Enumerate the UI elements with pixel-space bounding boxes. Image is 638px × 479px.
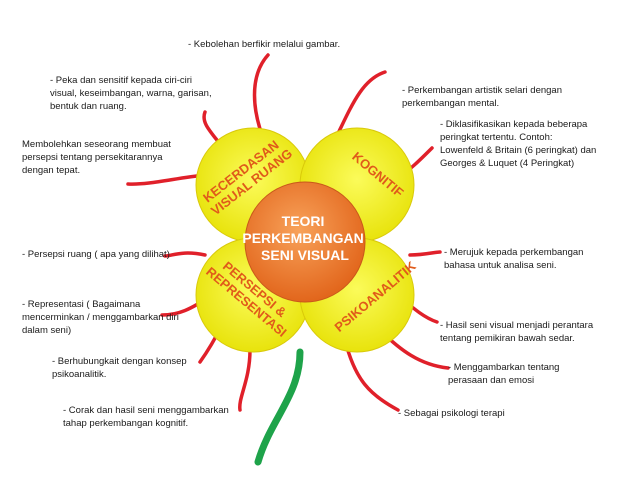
flower-stem: [254, 348, 304, 466]
branch-persepsi-ruang: [163, 251, 207, 258]
note-terapi: - Sebagai psikologi terapi: [398, 408, 505, 419]
note-corak: - Corak dan hasil seni menggambarkan tah…: [63, 405, 229, 429]
note-merujuk: - Merujuk kepada perkembangan bahasa unt…: [444, 247, 584, 271]
note-kebolehan: - Kebolehan berfikir melalui gambar.: [188, 39, 341, 50]
note-persepsi-ruang: - Persepsi ruang ( apa yang dilihat): [22, 249, 170, 260]
note-artistik: - Perkembangan artistik selari dengan pe…: [402, 85, 563, 109]
note-berhubungkait: - Berhubungkait dengan konsep psikoanali…: [52, 356, 187, 380]
note-menggambarkan: - Menggambarkan tentang perasaan dan emo…: [448, 362, 560, 386]
center-circle: [244, 181, 366, 303]
note-peka: - Peka dan sensitif kepada ciri-ciri vis…: [50, 75, 212, 112]
note-membolehkan: Membolehkan seseorang membuat persepsi t…: [22, 139, 171, 176]
branch-corak: [238, 348, 252, 412]
note-diklasifikasikan: - Diklasifikasikan kepada beberapa perin…: [440, 119, 597, 169]
note-representasi: - Representasi ( Bagaimana mencerminkan …: [22, 299, 179, 336]
note-hasil: - Hasil seni visual menjadi perantara te…: [440, 320, 594, 344]
center-title: TEORI PERKEMBANGAN SENI VISUAL: [242, 213, 367, 263]
branch-merujuk: [408, 250, 442, 257]
